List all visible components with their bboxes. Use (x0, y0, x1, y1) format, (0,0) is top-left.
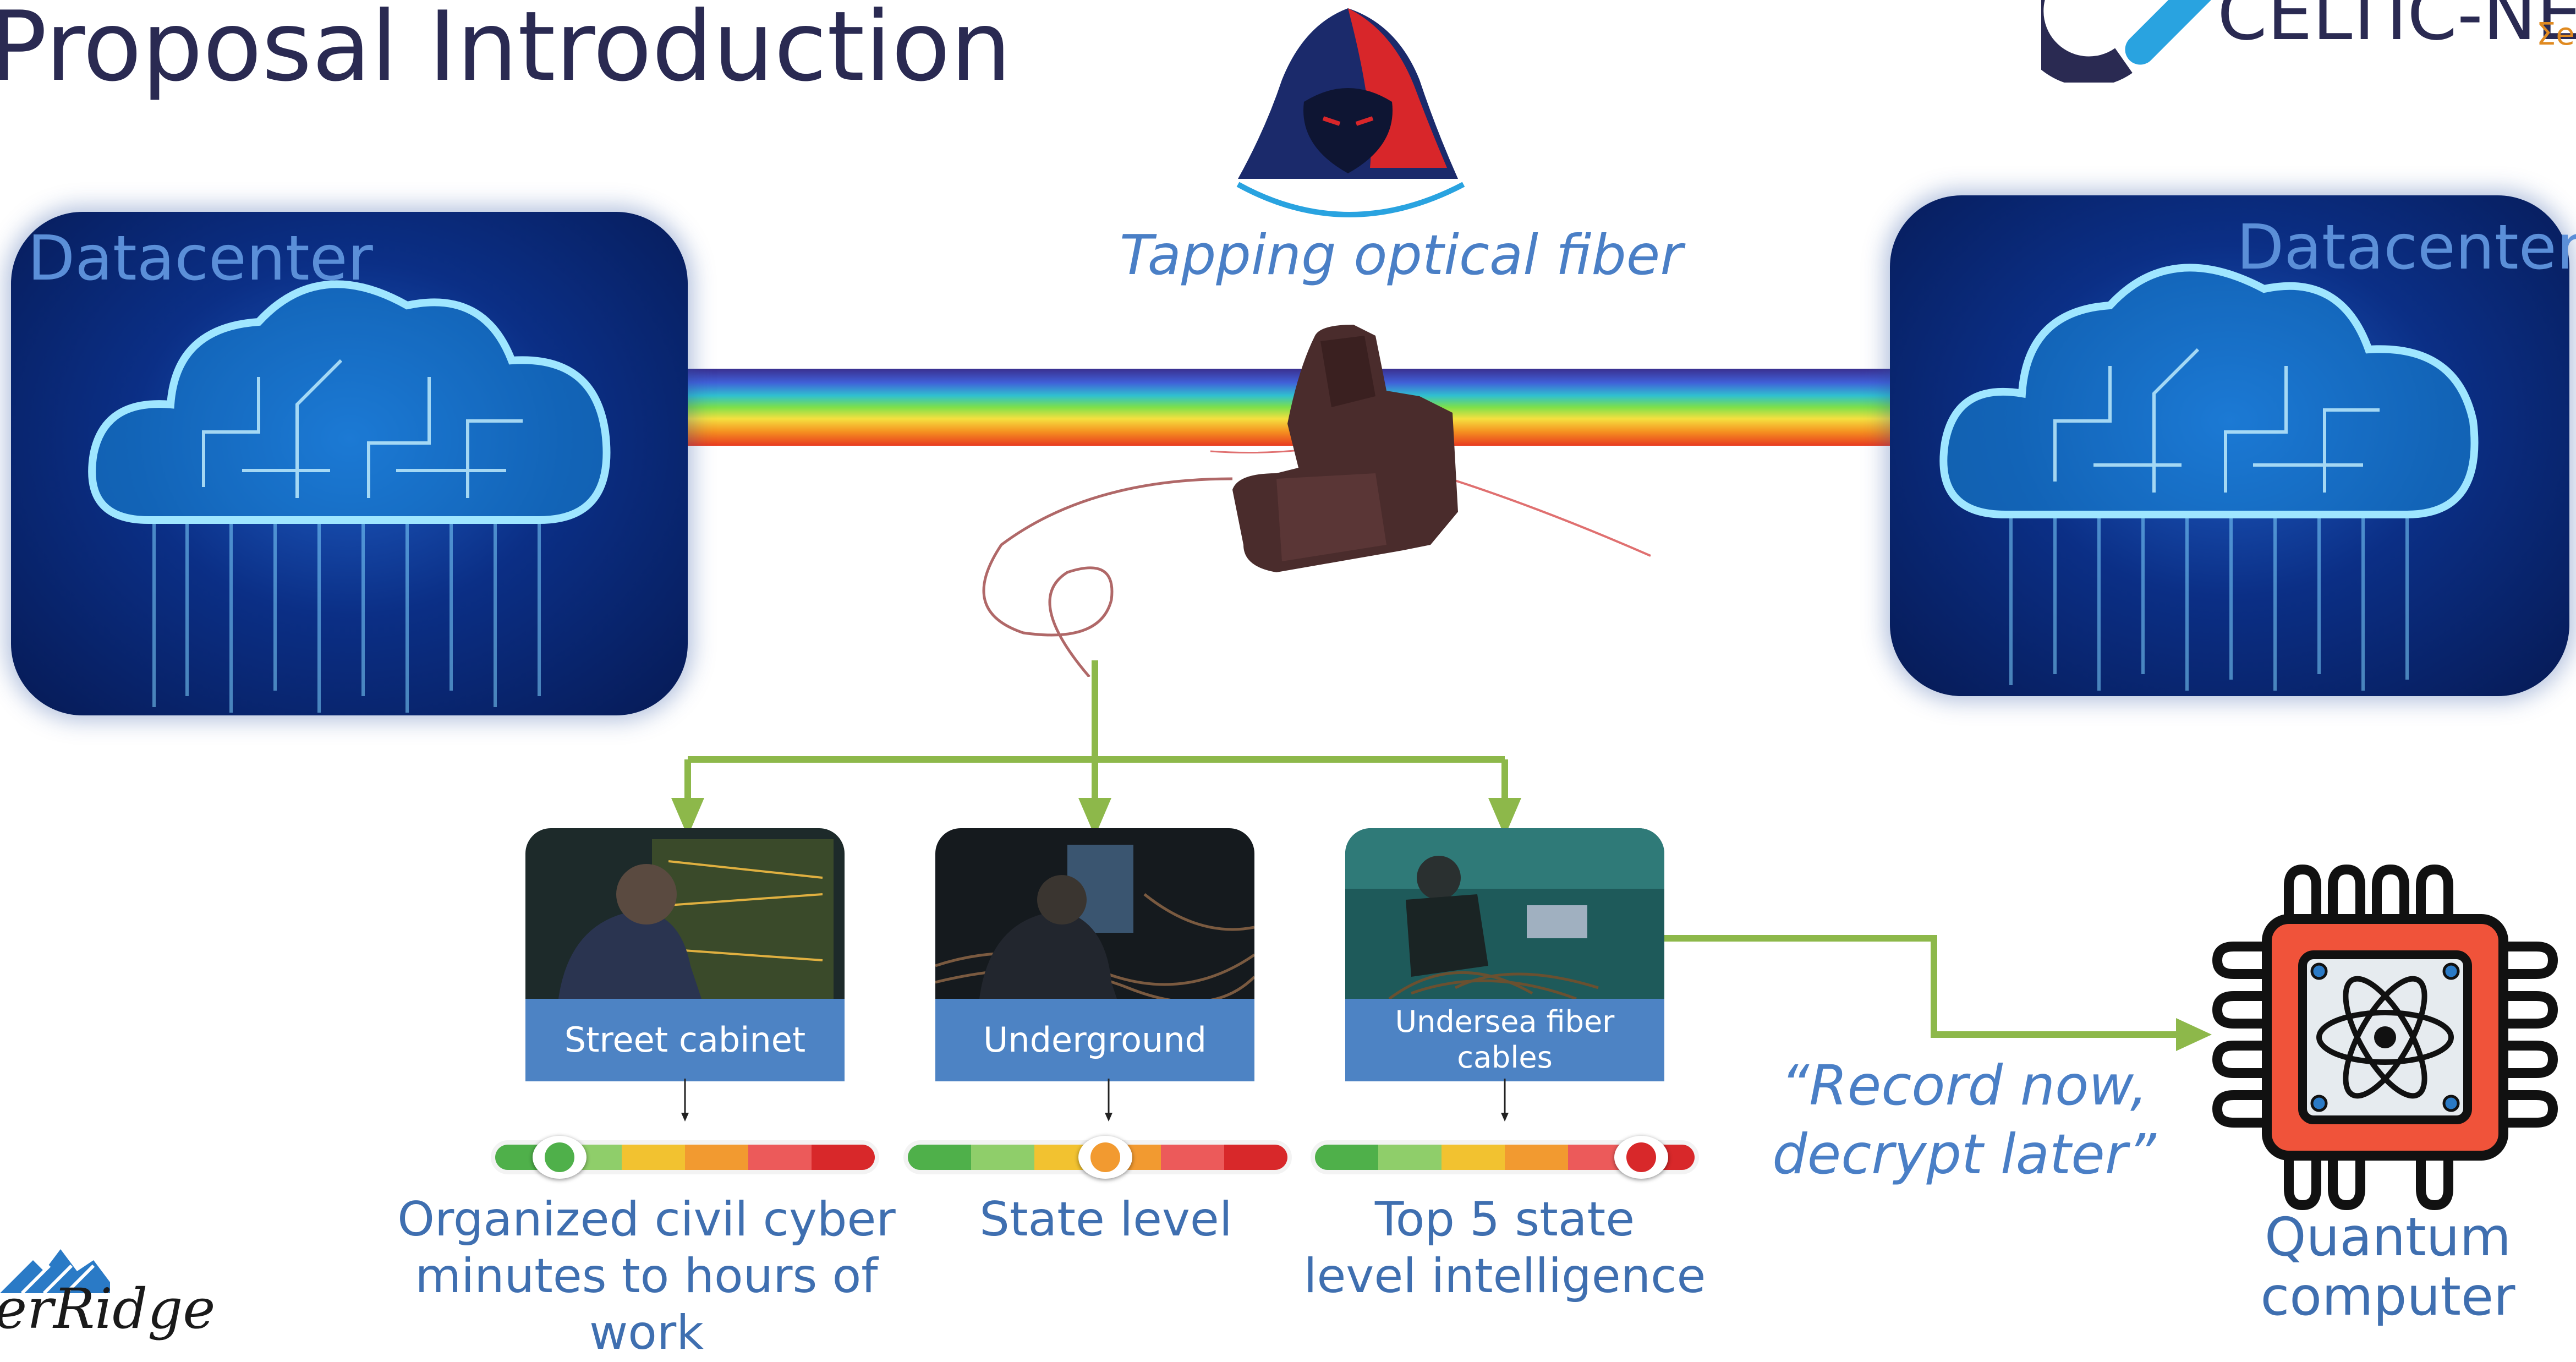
level-text-1: Organized civil cyber minutes to hours o… (363, 1191, 930, 1362)
fiber-tap-device-icon (982, 325, 1651, 677)
celtic-logo-text: CELTIC-NE (2217, 0, 2576, 56)
slide-title: Proposal Introduction (0, 0, 1012, 103)
card-street-cabinet: Street cabinet (525, 828, 845, 1081)
meter-knob-1 (533, 1136, 587, 1179)
tap-label: Tapping optical fiber (1120, 223, 1683, 287)
celtic-logo: CELTIC-NE Σe (2041, 0, 2576, 83)
meter-knob-3 (1614, 1136, 1669, 1179)
meter-pointers (681, 1079, 1509, 1122)
quote-line: decrypt later” (1772, 1122, 2156, 1186)
card-label: Street cabinet (525, 999, 845, 1081)
threat-meter-1 (495, 1145, 875, 1170)
level-line: level intelligence (1303, 1249, 1706, 1304)
circuit-cloud-icon (88, 280, 611, 713)
level-line: State level (979, 1192, 1232, 1247)
undersea-photo (1345, 828, 1664, 999)
record-now-quote: “Record now, decrypt later” (1755, 1051, 2173, 1189)
distribution-arrows (671, 660, 1521, 836)
street-cabinet-photo (525, 828, 845, 999)
hooded-hacker-icon (1236, 8, 1465, 217)
quantum-chip-icon (2212, 864, 2558, 1211)
ridge-logo-text: erRidge (0, 1277, 216, 1341)
arrow-to-quantum (1664, 935, 2212, 1051)
card-label: Underground (935, 999, 1254, 1081)
quote-line: “Record now, (1780, 1053, 2148, 1118)
level-line: minutes to hours of work (415, 1249, 878, 1361)
datacenter-right-label: Datacenter (2237, 212, 2576, 283)
card-label: Undersea fiber cables (1345, 999, 1664, 1081)
circuit-cloud-icon (1939, 264, 2479, 691)
meter-knob-2 (1078, 1136, 1132, 1179)
card-undersea: Undersea fiber cables (1345, 828, 1664, 1081)
level-line: Top 5 state (1374, 1192, 1635, 1247)
datacenter-left (11, 212, 688, 715)
qc-line: computer (2260, 1265, 2515, 1327)
quantum-computer-label: Quantum computer (2234, 1206, 2542, 1327)
underground-photo (935, 828, 1254, 999)
ridge-logo-icon (0, 1249, 110, 1293)
celtic-c-icon (2041, 0, 2211, 83)
level-text-2: State level (858, 1191, 1353, 1248)
level-text-3: Top 5 state level intelligence (1265, 1191, 1744, 1305)
celtic-logo-subtext: Σe (2536, 17, 2575, 52)
datacenter-left-label: Datacenter (28, 223, 373, 294)
datacenter-right (1890, 195, 2569, 696)
qc-line: Quantum (2264, 1206, 2512, 1268)
level-line: Organized civil cyber (397, 1192, 896, 1247)
card-underground: Underground (935, 828, 1254, 1081)
